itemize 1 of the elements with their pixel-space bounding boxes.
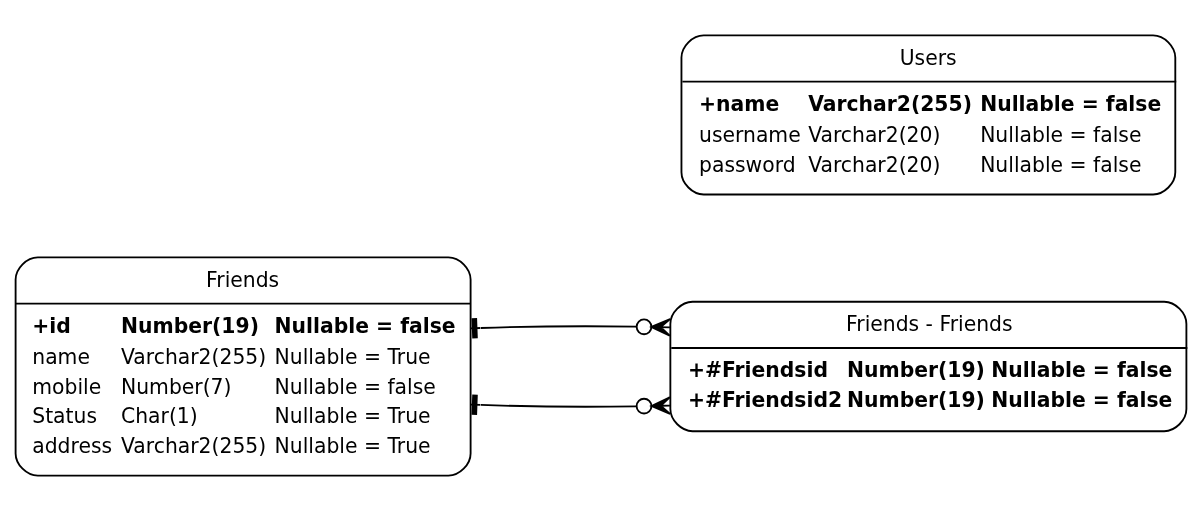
connector xyxy=(470,394,671,415)
